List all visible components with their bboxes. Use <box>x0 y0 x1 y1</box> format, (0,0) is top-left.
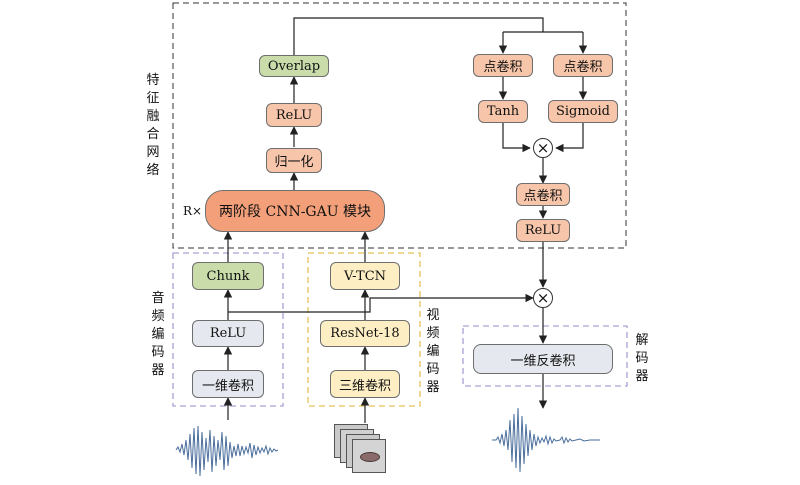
input-waveform <box>175 425 279 477</box>
overlap-node: Overlap <box>259 55 329 77</box>
decoder-label: 解码器 <box>635 333 649 384</box>
video-encoder-label: 视频编码器 <box>426 308 440 395</box>
relu-audio-node: ReLU <box>192 320 264 347</box>
decoder-frame <box>462 325 628 387</box>
conv1d-node: 一维卷积 <box>192 370 264 398</box>
deconv1d-node: 一维反卷积 <box>473 344 613 374</box>
pointconv-mid-node: 点卷积 <box>516 183 570 206</box>
lips-icon <box>360 452 380 462</box>
video-frames <box>334 424 390 476</box>
relu-top-node: ReLU <box>266 103 322 127</box>
pointconv-left-node: 点卷积 <box>473 54 533 77</box>
output-waveform <box>492 407 600 473</box>
sigmoid-node: Sigmoid <box>548 100 618 123</box>
chunk-node: Chunk <box>192 262 264 290</box>
video-encoder-frame <box>307 252 421 407</box>
vtcn-node: V-TCN <box>330 262 400 290</box>
pointconv-right-node: 点卷积 <box>553 54 613 77</box>
tanh-node: Tanh <box>478 100 528 123</box>
gau-module-node: 两阶段 CNN-GAU 模块 <box>205 190 385 232</box>
relu-mid-node: ReLU <box>516 219 570 242</box>
mask-multiply-node: × <box>533 288 553 308</box>
conv3d-node: 三维卷积 <box>330 370 400 398</box>
gate-multiply-node: × <box>533 138 553 158</box>
resnet18-node: ResNet-18 <box>320 320 410 347</box>
repeat-label: R× <box>183 204 203 218</box>
audio-encoder-label: 音频编码器 <box>151 291 165 378</box>
normalization-node: 归一化 <box>266 148 322 173</box>
fusion-network-frame <box>172 2 627 249</box>
fusion-network-label: 特征融合网络 <box>146 73 160 178</box>
